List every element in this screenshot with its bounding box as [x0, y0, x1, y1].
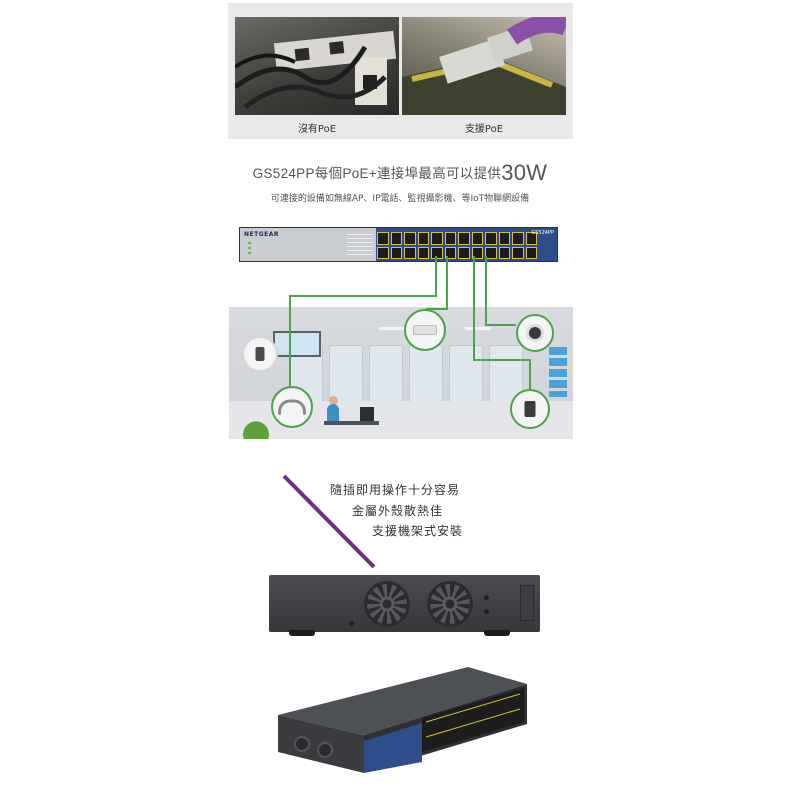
wifi-router-icon	[271, 386, 313, 428]
switch-rear-panel	[269, 575, 540, 632]
ethernet-port	[525, 232, 537, 245]
status-leds	[248, 242, 251, 254]
power-strip-cables-image	[235, 30, 397, 110]
ethernet-port	[417, 232, 429, 245]
ethernet-port	[444, 246, 456, 259]
security-camera-icon	[516, 314, 554, 352]
person	[327, 404, 339, 424]
switch-model: GS524PP	[531, 230, 554, 236]
ethernet-port	[485, 232, 497, 245]
headline-wattage: 30W	[501, 160, 548, 185]
screw	[484, 609, 489, 614]
person-head	[329, 396, 338, 405]
ethernet-port	[431, 232, 443, 245]
switch-label-area: NETGEAR	[240, 228, 376, 261]
ethernet-port	[377, 232, 389, 245]
poe-caption: 支援PoE	[464, 124, 504, 135]
feature-plug-and-play: 隨插即用操作十分容易	[330, 483, 461, 497]
wall-ap-icon	[242, 336, 278, 372]
ethernet-port	[471, 232, 483, 245]
fan-icon	[364, 581, 410, 627]
rack-bracket	[520, 585, 534, 621]
plant	[243, 415, 269, 439]
ethernet-port	[390, 232, 402, 245]
ethernet-port	[498, 232, 510, 245]
feature-metal-case: 金屬外殼散熱佳	[352, 504, 444, 518]
headline: GS524PP每個PoE+連接埠最高可以提供30W	[0, 160, 800, 186]
switch-foot	[289, 630, 315, 636]
ethernet-port	[525, 246, 537, 259]
feature-rack-mount: 支援機架式安裝	[372, 524, 464, 538]
ip-phone-icon	[510, 389, 550, 429]
monitor	[360, 407, 374, 421]
ethernet-port	[404, 232, 416, 245]
poe-photo	[402, 17, 566, 115]
screw	[484, 595, 489, 600]
screw	[349, 621, 354, 626]
switch-brand: NETGEAR	[244, 231, 279, 238]
fan-icon	[427, 581, 473, 627]
ethernet-plug-image	[402, 17, 566, 115]
ceiling-ap-icon	[404, 309, 446, 351]
switch-foot	[484, 630, 510, 636]
ethernet-port	[458, 232, 470, 245]
wall-panels	[549, 347, 567, 397]
port-grid	[377, 232, 537, 259]
device-subline: 可連接的設備如無線AP、IP電話、監視攝影機、等IoT物聯網設備	[270, 194, 530, 204]
no-poe-photo	[235, 17, 399, 115]
headline-text: GS524PP每個PoE+連接埠最高可以提供	[252, 166, 502, 181]
no-poe-caption: 沒有PoE	[297, 124, 337, 135]
ethernet-port	[512, 232, 524, 245]
poe-comparison-panel: 沒有PoE 支援PoE	[228, 3, 573, 139]
port-info-label	[347, 234, 373, 256]
ethernet-port	[444, 232, 456, 245]
ethernet-port	[458, 246, 470, 259]
desk	[324, 421, 379, 425]
